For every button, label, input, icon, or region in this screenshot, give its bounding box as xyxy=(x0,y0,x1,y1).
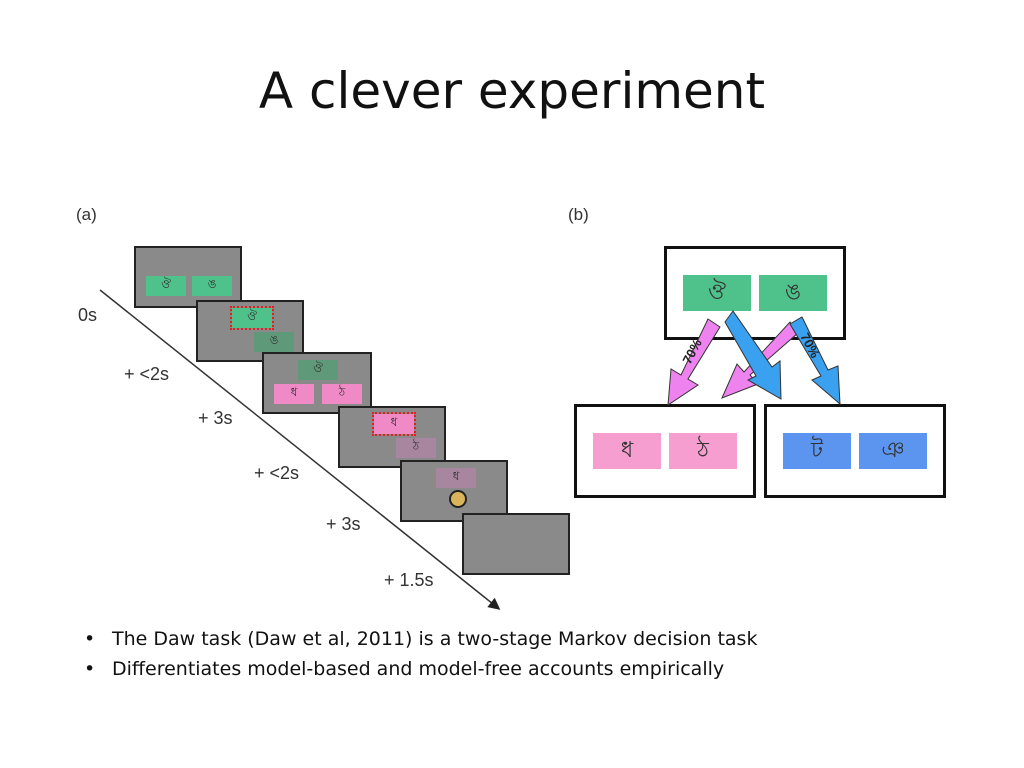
stimulus: ঔ xyxy=(146,276,186,296)
arrow-rare-blue xyxy=(724,310,782,400)
stimulus: ঔ xyxy=(298,360,338,380)
stimulus: ধ xyxy=(436,468,476,488)
stage1-stimulus: ঙ xyxy=(759,275,827,311)
stimulus: ঠ xyxy=(322,384,362,404)
stage2-left-box: ধ ঠ xyxy=(574,404,756,498)
stimulus-selected: ঔ xyxy=(230,306,274,330)
trial-frame-5: ধ xyxy=(400,460,508,522)
slide-title: A clever experiment xyxy=(258,62,766,120)
stimulus: ধ xyxy=(274,384,314,404)
stage2-right-box: ট ঞ xyxy=(764,404,946,498)
trial-frame-6 xyxy=(462,513,570,575)
bullet-item: The Daw task (Daw et al, 2011) is a two-… xyxy=(84,628,757,650)
trial-frame-2: ঔ ঙ xyxy=(196,300,304,362)
trial-frame-3: ঔ ধ ঠ xyxy=(262,352,372,414)
stage2-stimulus: ট xyxy=(783,433,851,469)
panel-a-label: (a) xyxy=(76,205,97,224)
stage2-stimulus: ধ xyxy=(593,433,661,469)
time-label: 0s xyxy=(78,305,98,325)
bullet-item: Differentiates model-based and model-fre… xyxy=(84,658,757,680)
stimulus: ঙ xyxy=(192,276,232,296)
stage2-stimulus: ঞ xyxy=(859,433,927,469)
arrow-common-pink xyxy=(667,318,721,406)
stimulus: ঙ xyxy=(254,332,294,352)
stage1-box: ঔ ঙ xyxy=(664,246,846,340)
arrow-common-blue xyxy=(789,316,841,406)
stage1-stimulus: ঔ xyxy=(683,275,751,311)
bullet-list: The Daw task (Daw et al, 2011) is a two-… xyxy=(84,628,757,688)
time-label: + 1.5s xyxy=(384,570,434,590)
time-label: + <2s xyxy=(254,463,300,483)
time-label: + 3s xyxy=(198,408,233,428)
stage2-stimulus: ঠ xyxy=(669,433,737,469)
stimulus: ঠ xyxy=(396,438,436,458)
trial-frame-4: ধ ঠ xyxy=(338,406,446,468)
stimulus-selected: ধ xyxy=(372,412,416,436)
time-label: + 3s xyxy=(326,514,361,534)
panel-b-label: (b) xyxy=(568,205,589,224)
time-label: + <2s xyxy=(124,364,170,384)
reward-coin-icon xyxy=(449,490,467,508)
trial-frame-1: ঔ ঙ xyxy=(134,246,242,308)
